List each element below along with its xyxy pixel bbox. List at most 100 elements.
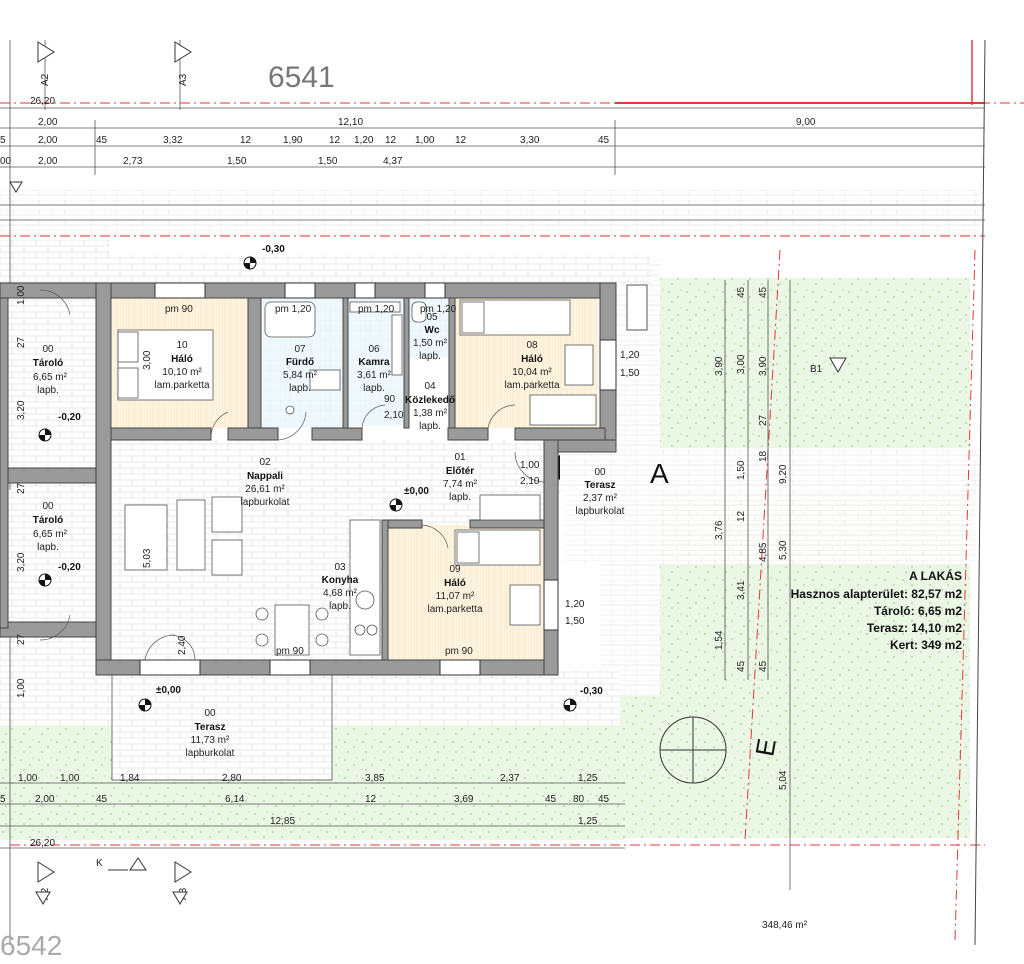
svg-text:45: 45 xyxy=(758,286,769,298)
svg-text:1,00: 1,00 xyxy=(16,285,27,305)
top-dimensions: 26,20 2,00 12,10 9,00 5 2,00 45 3,32 12 … xyxy=(0,40,985,945)
summary-garden: Kert: 349 m2 xyxy=(890,638,962,652)
svg-text:45: 45 xyxy=(758,660,769,672)
note-d503: 5,03 xyxy=(142,548,153,568)
plot-number-bottom: 6542 xyxy=(0,930,62,961)
dim-top-2-4: 12 xyxy=(240,135,252,146)
svg-text:Terasz: Terasz xyxy=(195,722,226,733)
summary-terrace: Terasz: 14,10 m2 xyxy=(867,621,962,635)
level-inside-terrace: ±0,00 xyxy=(156,685,181,696)
svg-text:11,07 m²: 11,07 m² xyxy=(436,591,475,602)
svg-text:3,69: 3,69 xyxy=(454,794,474,805)
svg-text:1,00: 1,00 xyxy=(16,678,27,698)
dim-top-3-4: 1,50 xyxy=(318,156,338,167)
svg-text:02: 02 xyxy=(259,457,271,468)
svg-text:12: 12 xyxy=(736,510,747,522)
section-k: K xyxy=(96,858,103,869)
svg-text:10: 10 xyxy=(176,340,188,351)
note-pm120-05: pm 1,20 xyxy=(420,304,457,315)
dim-top-2-11: 3,30 xyxy=(520,135,540,146)
right-dimensions: 45 3,90 3,76 1,54 45 45 3,00 27 1,50 12 … xyxy=(714,280,791,890)
svg-text:80: 80 xyxy=(573,794,585,805)
section-a-label: A xyxy=(650,458,669,489)
note-pm120-06: pm 1,20 xyxy=(358,304,395,315)
room-label-10: 10 Háló 10,10 m² lam.parketta xyxy=(154,340,209,391)
svg-text:12: 12 xyxy=(365,794,377,805)
svg-text:Háló: Háló xyxy=(171,354,193,365)
dim-top-2-3: 3,32 xyxy=(163,135,183,146)
summary-storage: Tároló: 6,65 m2 xyxy=(874,604,962,618)
svg-text:3,20: 3,20 xyxy=(16,400,27,420)
svg-text:3,20: 3,20 xyxy=(16,552,27,572)
sofa-left xyxy=(124,504,168,571)
svg-text:10,04 m²: 10,04 m² xyxy=(512,367,552,378)
svg-text:08: 08 xyxy=(526,340,538,351)
terrace-paving xyxy=(111,674,333,781)
svg-text:Konyha: Konyha xyxy=(322,575,359,586)
svg-text:3,90: 3,90 xyxy=(714,356,725,376)
room-label-01: 01 Előtér 7,74 m² lapb. xyxy=(443,452,478,503)
note-d300: 3,00 xyxy=(142,350,153,370)
dim-top-2-7: 1,20 xyxy=(354,135,374,146)
garden-path xyxy=(565,494,975,564)
svg-text:Kamra: Kamra xyxy=(358,357,390,368)
svg-text:5,84 m²: 5,84 m² xyxy=(283,370,318,381)
dim-top-2-2: 45 xyxy=(96,135,108,146)
svg-text:5: 5 xyxy=(0,794,6,805)
dining-table xyxy=(274,604,310,656)
svg-text:6,65 m²: 6,65 m² xyxy=(33,529,68,540)
coffee-table xyxy=(176,499,206,571)
svg-text:27: 27 xyxy=(16,482,27,494)
svg-text:Terasz: Terasz xyxy=(585,480,616,491)
svg-text:1,54: 1,54 xyxy=(714,630,725,650)
note-pm90-living: pm 90 xyxy=(276,646,304,657)
svg-text:3,90: 3,90 xyxy=(758,356,769,376)
note-pm120-07: pm 1,20 xyxy=(275,304,312,315)
svg-text:3,76: 3,76 xyxy=(714,520,725,540)
svg-text:45: 45 xyxy=(736,660,747,672)
svg-text:Tároló: Tároló xyxy=(33,358,64,369)
svg-text:01: 01 xyxy=(454,452,466,463)
svg-text:45: 45 xyxy=(736,286,747,298)
svg-text:7,74 m²: 7,74 m² xyxy=(443,479,478,490)
room-label-terrace-small: 00 Terasz 2,37 m² lapburkolat xyxy=(576,467,625,517)
note-door-100: 1,00 xyxy=(520,460,540,471)
back-tiled-strip xyxy=(95,255,650,285)
svg-text:Fürdő: Fürdő xyxy=(286,357,314,368)
svg-text:1,25: 1,25 xyxy=(578,816,598,827)
dim-top-3-5: 4,37 xyxy=(383,156,403,167)
garden-area-label: 348,46 m² xyxy=(762,920,808,931)
svg-text:12,85: 12,85 xyxy=(270,816,295,827)
svg-text:1,25: 1,25 xyxy=(578,773,598,784)
svg-text:3,85: 3,85 xyxy=(365,773,385,784)
svg-text:Háló: Háló xyxy=(444,578,466,589)
svg-text:lapburkolat: lapburkolat xyxy=(186,748,235,759)
note-w150-09: 1,50 xyxy=(565,616,585,627)
dim-top-2-0: 5 xyxy=(0,135,6,146)
svg-text:Wc: Wc xyxy=(425,325,440,336)
room-label-07: 07 Fürdő 5,84 m² lapb. xyxy=(283,344,318,394)
bathtub xyxy=(264,301,316,338)
svg-text:5,30: 5,30 xyxy=(778,540,789,560)
dim-top-1a: 2,00 xyxy=(38,117,58,128)
note-door-90: 90 xyxy=(384,394,396,405)
dim-top-2-5: 1,90 xyxy=(283,135,303,146)
summary-useful-area: Hasznos alapterület: 82,57 m2 xyxy=(791,587,963,601)
room-label-05: 05 Wc 1,50 m² lapb. xyxy=(413,312,448,362)
dim-top-2-10: 12 xyxy=(455,135,467,146)
svg-text:07: 07 xyxy=(294,344,306,355)
svg-text:3,00: 3,00 xyxy=(736,354,747,374)
room-label-06: 06 Kamra 3,61 m² lapb. xyxy=(357,344,392,394)
svg-text:3,41: 3,41 xyxy=(736,580,747,600)
room-label-03: 03 Konyha 4,68 m² lapb. xyxy=(322,562,359,612)
room-label-04: 04 Közlekedő 1,38 m² lapb. xyxy=(405,381,455,432)
svg-text:Háló: Háló xyxy=(521,354,543,365)
bottom-dimensions: 1,00 1,00 1,84 2,80 3,85 2,37 1,25 5 2,0… xyxy=(0,773,625,849)
svg-text:lapb.: lapb. xyxy=(37,542,59,553)
svg-text:2,00: 2,00 xyxy=(35,794,55,805)
svg-text:26,61 m²: 26,61 m² xyxy=(245,484,285,495)
note-door-210: 2,10 xyxy=(520,476,540,487)
dim-top-2-9: 1,00 xyxy=(415,135,435,146)
room-labels: 10 Háló 10,10 m² lam.parketta 07 Fürdő 5… xyxy=(33,312,625,759)
svg-text:06: 06 xyxy=(368,344,380,355)
